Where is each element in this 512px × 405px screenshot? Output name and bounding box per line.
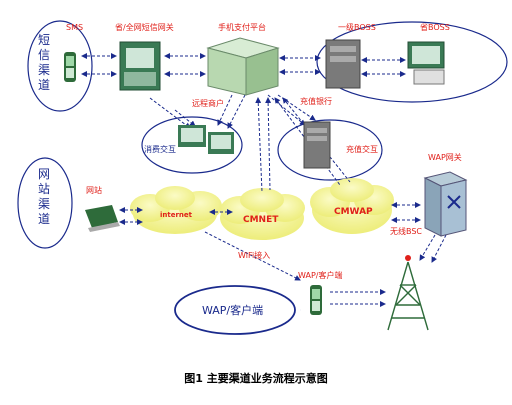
boss-prov-computer-icon (407, 41, 445, 85)
website-laptop-icon (85, 205, 120, 232)
wifi-label: WiFi接入 (238, 250, 270, 260)
wap-client-small-label: WAP/客户端 (298, 270, 342, 280)
boss-level1-label: 一级BOSS (338, 22, 376, 32)
wap-gateway-switch-icon (423, 171, 468, 237)
gateway-computer-icon (119, 41, 161, 91)
connectors (81, 53, 447, 307)
remote-merchant-label: 远程商户 (192, 98, 224, 108)
payment-platform-label: 手机支付平台 (218, 22, 266, 32)
payment-platform-server-icon (206, 37, 280, 96)
recharge-server-icon (303, 121, 331, 169)
internet-label: internet (160, 211, 193, 219)
consume-computers-icon (178, 125, 234, 154)
cmnet-cloud (220, 188, 305, 240)
wireless-bsc-label: 无线BSC (390, 226, 422, 236)
wap-client-box-label: WAP/客户端 (202, 303, 263, 317)
wap-phone-icon (310, 285, 322, 315)
cmnet-label: CMNET (243, 215, 279, 225)
figure-caption: 图1 主要渠道业务流程示意图 (184, 372, 328, 385)
recharge-label: 充值交互 (346, 144, 378, 154)
web-channel-label: 网站渠道 (38, 167, 50, 226)
wap-client-ellipse (174, 285, 296, 335)
wap-gateway-label: WAP网关 (428, 152, 462, 162)
sms-label: SMS (66, 23, 83, 32)
antenna-tower-icon (387, 255, 429, 331)
internet-cloud (130, 186, 222, 234)
consume-label: 消费交互 (144, 144, 176, 154)
cmwap-cloud (310, 178, 394, 234)
consume-ellipse (141, 116, 243, 174)
sms-phone-icon (64, 52, 76, 82)
sms-channel-text: 短信渠道 (38, 33, 50, 92)
recharge-ellipse (277, 119, 383, 181)
web-channel-text: 网站渠道 (38, 167, 50, 226)
cmwap-label: CMWAP (334, 207, 373, 217)
sms-channel-label: 短信渠道 (38, 33, 50, 92)
sms-channel-ellipse (27, 20, 93, 112)
boss-level1-server-icon (325, 39, 361, 89)
gateway-label: 省/全网短信网关 (115, 22, 174, 32)
recharge-bank-label: 充值银行 (300, 96, 332, 106)
boss-ellipse (316, 21, 508, 103)
web-channel-ellipse (17, 157, 73, 249)
website-label: 网站 (86, 185, 102, 195)
boss-prov-label: 省BOSS (420, 22, 450, 32)
